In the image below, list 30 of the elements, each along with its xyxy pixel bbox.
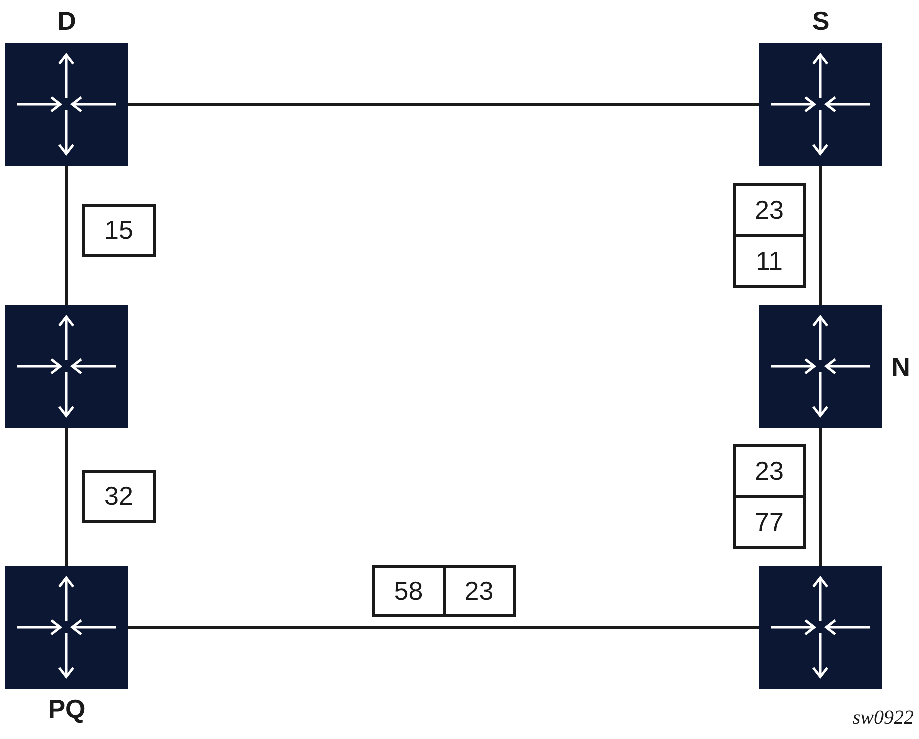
connector-line [819,428,822,566]
label-value: 23 [755,454,784,488]
router-box [759,43,882,166]
router-box [5,43,128,166]
label-value: 11 [756,244,783,278]
connector-line [65,166,68,305]
label-value: 23 [464,574,494,608]
label-value: 58 [394,574,424,608]
connector-line [65,428,68,566]
router-box [5,305,128,428]
connector-line [128,626,759,629]
label-value: 23 [755,194,784,226]
label-stack [82,204,156,257]
label-stack [733,183,806,288]
label-value: 32 [104,480,134,513]
connector-line [128,103,759,106]
router-box [759,566,882,689]
node-name: N [890,354,912,380]
figure-id: sw0922 [852,708,914,728]
label-value: 77 [755,506,784,538]
node-name: D [56,8,78,34]
node-name: PQ [47,696,87,722]
label-stack [733,444,806,549]
label-stack [372,565,516,617]
label-value: 15 [104,214,134,247]
label-stack [82,470,156,523]
router-box [5,566,128,689]
connector-line [819,166,822,305]
router-box [759,305,882,428]
node-name: S [811,8,831,34]
